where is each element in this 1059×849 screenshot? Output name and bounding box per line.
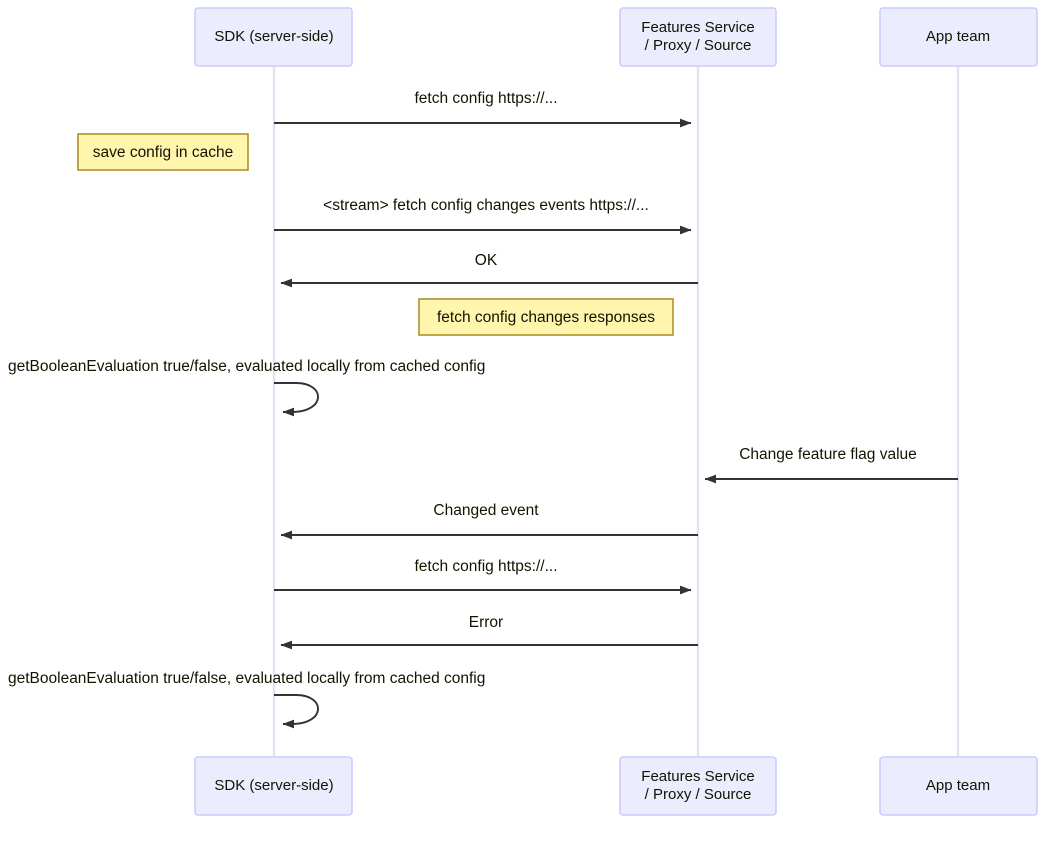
message-m3: OK xyxy=(280,252,698,288)
participant-rect-sdk xyxy=(194,756,353,816)
self-message-label-s1: getBooleanEvaluation true/false, evaluat… xyxy=(8,358,485,375)
participant-box-appteam-bottom[interactable]: App team xyxy=(879,756,1038,816)
message-label-m5: Changed event xyxy=(433,502,539,519)
participant-rect-features xyxy=(619,756,777,816)
self-message-s2: getBooleanEvaluation true/false, evaluat… xyxy=(8,670,485,729)
participant-label-appteam: App team xyxy=(926,777,990,794)
self-message-s1: getBooleanEvaluation true/false, evaluat… xyxy=(8,358,485,417)
participant-label-appteam: App team xyxy=(926,28,990,45)
self-messages-group: getBooleanEvaluation true/false, evaluat… xyxy=(8,358,485,729)
self-message-loop-s1 xyxy=(274,382,319,417)
participant-label-features: Features Service xyxy=(641,19,754,36)
participant-rect-sdk xyxy=(194,7,353,67)
participant-label-features: / Proxy / Source xyxy=(645,37,752,54)
message-label-m2: <stream> fetch config changes events htt… xyxy=(323,197,649,214)
message-m6: fetch config https://... xyxy=(274,558,692,595)
participant-box-features-bottom[interactable]: Features Service/ Proxy / Source xyxy=(619,756,777,816)
note-rect-n2 xyxy=(418,298,674,336)
message-m7: Error xyxy=(280,614,698,650)
participant-box-appteam-top[interactable]: App team xyxy=(879,7,1038,67)
message-m1: fetch config https://... xyxy=(274,90,692,128)
note-n1: save config in cache xyxy=(77,133,249,171)
message-label-m1: fetch config https://... xyxy=(414,90,557,107)
participant-label-sdk: SDK (server-side) xyxy=(214,777,333,794)
message-label-m3: OK xyxy=(475,252,498,269)
self-message-label-s2: getBooleanEvaluation true/false, evaluat… xyxy=(8,670,485,687)
note-rect-n1 xyxy=(77,133,249,171)
lifelines-group xyxy=(272,66,960,757)
participant-label-sdk: SDK (server-side) xyxy=(214,28,333,45)
notes-group: save config in cache fetch config changes… xyxy=(77,133,674,336)
actors-bottom-group: SDK (server-side) Features Service/ Proxy… xyxy=(194,756,1038,816)
note-n2: fetch config changes responses xyxy=(418,298,674,336)
message-label-m6: fetch config https://... xyxy=(414,558,557,575)
participant-rect-appteam xyxy=(879,7,1038,67)
participant-box-features-top[interactable]: Features Service/ Proxy / Source xyxy=(619,7,777,67)
self-message-loop-s2 xyxy=(274,694,319,729)
message-label-m4: Change feature flag value xyxy=(739,446,917,463)
participant-label-features: / Proxy / Source xyxy=(645,786,752,803)
participant-box-sdk-top[interactable]: SDK (server-side) xyxy=(194,7,353,67)
messages-group: fetch config https://... <stream> fetch c… xyxy=(274,90,958,650)
note-label-n1: save config in cache xyxy=(93,144,233,161)
participant-box-sdk-bottom[interactable]: SDK (server-side) xyxy=(194,756,353,816)
message-m5: Changed event xyxy=(280,502,698,540)
note-label-n2: fetch config changes responses xyxy=(437,309,655,326)
message-m4: Change feature flag value xyxy=(704,446,958,484)
participant-label-features: Features Service xyxy=(641,768,754,785)
participant-rect-appteam xyxy=(879,756,1038,816)
message-label-m7: Error xyxy=(469,614,503,631)
participant-rect-features xyxy=(619,7,777,67)
actors-top-group: SDK (server-side) Features Service/ Proxy… xyxy=(194,7,1038,67)
message-m2: <stream> fetch config changes events htt… xyxy=(274,197,692,235)
